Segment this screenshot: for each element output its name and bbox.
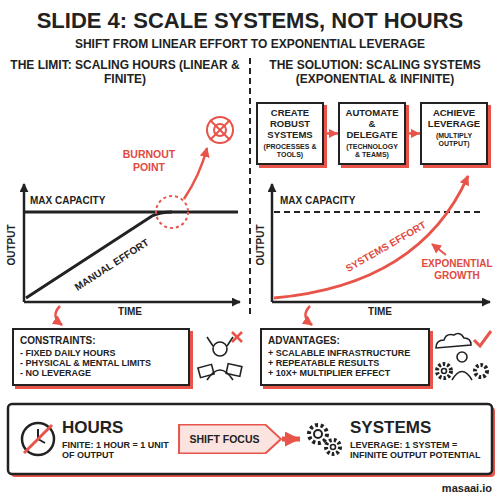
advantages-box: ADVANTAGES:+ SCALABLE INFRASTRUCTURE+ RE… bbox=[260, 328, 430, 386]
band bbox=[8, 404, 492, 474]
down-arrow bbox=[55, 306, 62, 325]
manual-effort-line bbox=[26, 212, 172, 298]
divider bbox=[249, 58, 251, 318]
advantages-icon bbox=[436, 331, 491, 380]
node-text: (PROCESSES & TOOLS) bbox=[261, 143, 319, 159]
axis-line-label: MAX CAPACITY bbox=[280, 195, 430, 207]
node-heading: HOURS bbox=[62, 418, 170, 438]
burnout-label: BURNOUT POINT bbox=[118, 148, 180, 173]
node-text: + REPEATABLE RESULTS bbox=[268, 358, 422, 368]
connector-arrow bbox=[324, 132, 338, 135]
axis-line-label: MAX CAPACITY bbox=[30, 195, 180, 207]
axis-label: TIME bbox=[100, 306, 160, 318]
curve-label: SYSTEMS EFFORT bbox=[344, 219, 428, 275]
right-axes bbox=[272, 301, 490, 304]
right-axes bbox=[271, 184, 274, 302]
node-heading: ACHIEVE LEVERAGE bbox=[425, 108, 483, 130]
stressed-person-icon bbox=[198, 332, 242, 380]
section-heading: THE LIMIT: SCALING HOURS (LINEAR & FINIT… bbox=[6, 58, 244, 87]
burnout-icon bbox=[207, 117, 233, 143]
hours-panel: HOURSFINITE: 1 HOUR = 1 UNIT OF OUTPUT bbox=[16, 414, 174, 464]
node-text: FINITE: 1 HOUR = 1 UNIT OF OUTPUT bbox=[62, 440, 170, 461]
connector-arrow bbox=[282, 437, 300, 442]
process-box: CREATE ROBUST SYSTEMS (PROCESSES & TOOLS) bbox=[256, 102, 324, 165]
burnout-arrow bbox=[184, 148, 207, 199]
left-axes bbox=[24, 301, 240, 304]
watermark: masaai.io bbox=[380, 482, 492, 495]
max-capacity-dashed bbox=[274, 211, 482, 213]
growth-label: EXPONENTIAL GROWTH bbox=[418, 258, 496, 282]
process-box: ACHIEVE LEVERAGE (MULTIPLY OUTPUT) bbox=[420, 102, 488, 165]
burnout-circle bbox=[156, 196, 188, 228]
subtitle: SHIFT FROM LINEAR EFFORT TO EXPONENTIAL … bbox=[0, 37, 500, 51]
down-arrow bbox=[305, 306, 312, 325]
section-heading: THE SOLUTION: SCALING SYSTEMS (EXPONENTI… bbox=[254, 58, 496, 87]
node-text: (MULTIPLY OUTPUT) bbox=[425, 132, 483, 148]
systems-panel: SYSTEMSLEVERAGE: 1 SYSTEM = INFINITE OUT… bbox=[300, 414, 488, 464]
node-heading: AUTOMATE & DELEGATE bbox=[343, 108, 401, 141]
axis-label: OUTPUT bbox=[255, 224, 267, 265]
node-text: - PHYSICAL & MENTAL LIMITS bbox=[20, 358, 182, 368]
axis-label: TIME bbox=[350, 306, 410, 318]
node-heading: ADVANTAGES: bbox=[268, 335, 422, 347]
shift-arrow: SHIFT FOCUS bbox=[178, 424, 282, 454]
node-text: LEVERAGE: 1 SYSTEM = INFINITE OUTPUT POT… bbox=[350, 440, 484, 461]
node-heading: CONSTRAINTS: bbox=[20, 335, 182, 347]
process-box: AUTOMATE & DELEGATE (TECHNOLOGY & TEAMS) bbox=[338, 102, 406, 165]
node-heading: SYSTEMS bbox=[350, 418, 484, 438]
node-text: + 10X+ MULTIPLIER EFFECT bbox=[268, 368, 422, 378]
slide-title: SLIDE 4: SCALE SYSTEMS, NOT HOURS bbox=[0, 8, 500, 34]
curve-label: MANUAL EFFORT bbox=[73, 237, 152, 294]
constraints-box: CONSTRAINTS:- FIXED DAILY HOURS- PHYSICA… bbox=[12, 328, 190, 386]
clock-icon bbox=[18, 419, 58, 459]
max-capacity-line bbox=[24, 211, 238, 214]
connector-arrow bbox=[406, 132, 420, 135]
node-text: - FIXED DAILY HOURS bbox=[20, 348, 182, 358]
left-axes bbox=[23, 184, 26, 302]
gears-icon bbox=[302, 417, 346, 461]
node-heading: CREATE ROBUST SYSTEMS bbox=[261, 108, 319, 141]
node-text: - NO LEVERAGE bbox=[20, 368, 182, 378]
node-text: + SCALABLE INFRASTRUCTURE bbox=[268, 348, 422, 358]
node-heading: SHIFT FOCUS bbox=[184, 433, 265, 445]
node-text: (TECHNOLOGY & TEAMS) bbox=[343, 143, 401, 159]
growth-pointer bbox=[432, 244, 446, 255]
axis-label: OUTPUT bbox=[6, 224, 18, 265]
